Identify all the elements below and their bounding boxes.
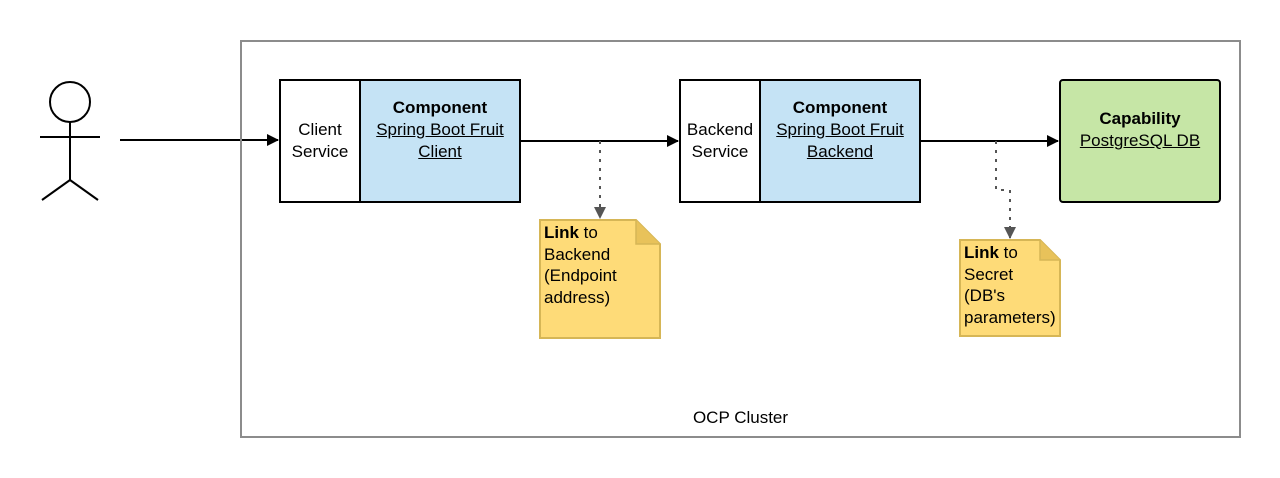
note-line-1: Link to [964,242,1061,264]
client-service-line2: Service [291,142,349,161]
dotted-link-secret [995,141,1016,239]
capability-name[interactable]: PostgreSQL DB [1079,131,1201,150]
note-line-2: Backend [544,244,611,264]
backend-component-box[interactable]: Component Spring Boot Fruit Backend [761,79,921,203]
note-line-4: parameters) [964,307,1056,327]
capability-box[interactable]: Capability PostgreSQL DB [1059,79,1221,203]
note-line-1: Link to [544,222,661,244]
backend-component-name-line1[interactable]: Spring Boot Fruit [776,120,904,139]
note-line-2: Secret [964,264,1014,284]
note-shape [959,239,1061,337]
capability-title: Capability [1099,109,1181,128]
note-line-3: (DB's [964,286,1006,305]
client-component-box[interactable]: Component Spring Boot Fruit Client [361,79,521,203]
backend-component-title: Component [792,98,888,117]
note-first-text: to [998,243,1018,262]
client-service-box[interactable]: Client Service [279,79,361,203]
cluster-label: OCP Cluster [692,408,789,427]
backend-service-line2: Service [691,142,749,161]
note-line-4: address) [544,287,611,307]
note-shape [539,219,661,339]
note-bold: Link [544,223,579,242]
note-line-3: (Endpoint [544,266,617,285]
note-first-text: to [578,223,598,242]
backend-service-box[interactable]: Backend Service [679,79,761,203]
client-component-name-line1[interactable]: Spring Boot Fruit [376,120,504,139]
note-bold: Link [964,243,999,262]
stick-figure-icon [40,81,100,201]
ocp-cluster-frame [240,40,1241,438]
client-service-line1: Client [298,120,342,139]
note-link-backend[interactable]: Link to Backend (Endpoint address) [539,219,661,339]
client-component-name-line2[interactable]: Client [418,142,462,161]
backend-service-line1: Backend [686,120,754,139]
client-component-title: Component [392,98,488,117]
note-link-secret[interactable]: Link to Secret (DB's parameters) [959,239,1061,337]
backend-component-name-line2[interactable]: Backend [806,142,874,161]
